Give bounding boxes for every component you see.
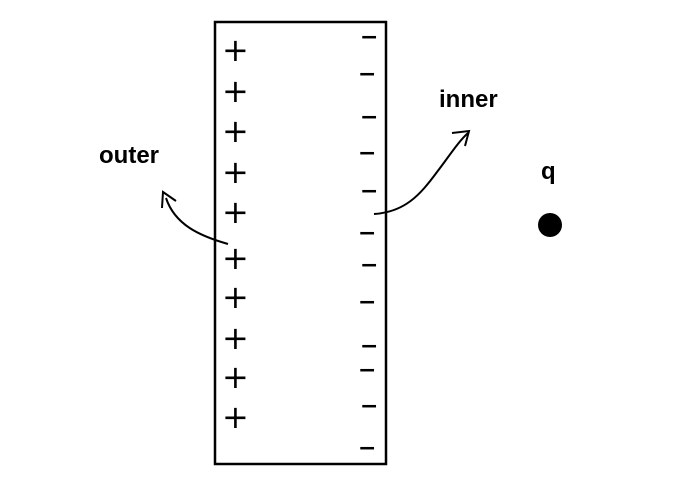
negative-charge-sign: − [358, 290, 377, 315]
inner-arrow [373, 132, 469, 215]
negative-charge-sign: − [360, 253, 379, 278]
negative-charge-sign: − [360, 394, 379, 419]
negative-charge-sign: − [358, 436, 377, 461]
positive-charge-sign: + [222, 153, 249, 191]
positive-charge-sign: + [222, 358, 249, 396]
negative-charge-sign: − [360, 25, 379, 50]
positive-charge-sign: + [222, 398, 249, 436]
negative-charge-sign: − [360, 179, 379, 204]
outer-surface-label: outer [99, 142, 159, 169]
outer-arrow-head [161, 190, 177, 209]
positive-charge-sign: + [222, 72, 249, 110]
negative-charge-sign: − [358, 358, 377, 383]
positive-charge-sign: + [222, 31, 249, 69]
positive-charge-sign: + [222, 278, 249, 316]
inner-surface-label: inner [439, 86, 498, 113]
positive-charge-sign: + [222, 112, 249, 150]
positive-charge-sign: + [222, 193, 249, 231]
positive-charge-sign: + [222, 319, 249, 357]
charge-label: q [541, 158, 556, 185]
negative-charge-sign: − [360, 334, 379, 359]
positive-charge-sign: + [222, 239, 249, 277]
outer-arrow [165, 197, 229, 245]
negative-charge-sign: − [358, 221, 377, 246]
negative-charge-sign: − [358, 141, 377, 166]
negative-charge-sign: − [358, 62, 377, 87]
negative-charge-sign: − [360, 105, 379, 130]
point-charge-q [538, 213, 562, 237]
inner-arrow-head [451, 129, 471, 147]
conductor-slab [213, 20, 388, 466]
